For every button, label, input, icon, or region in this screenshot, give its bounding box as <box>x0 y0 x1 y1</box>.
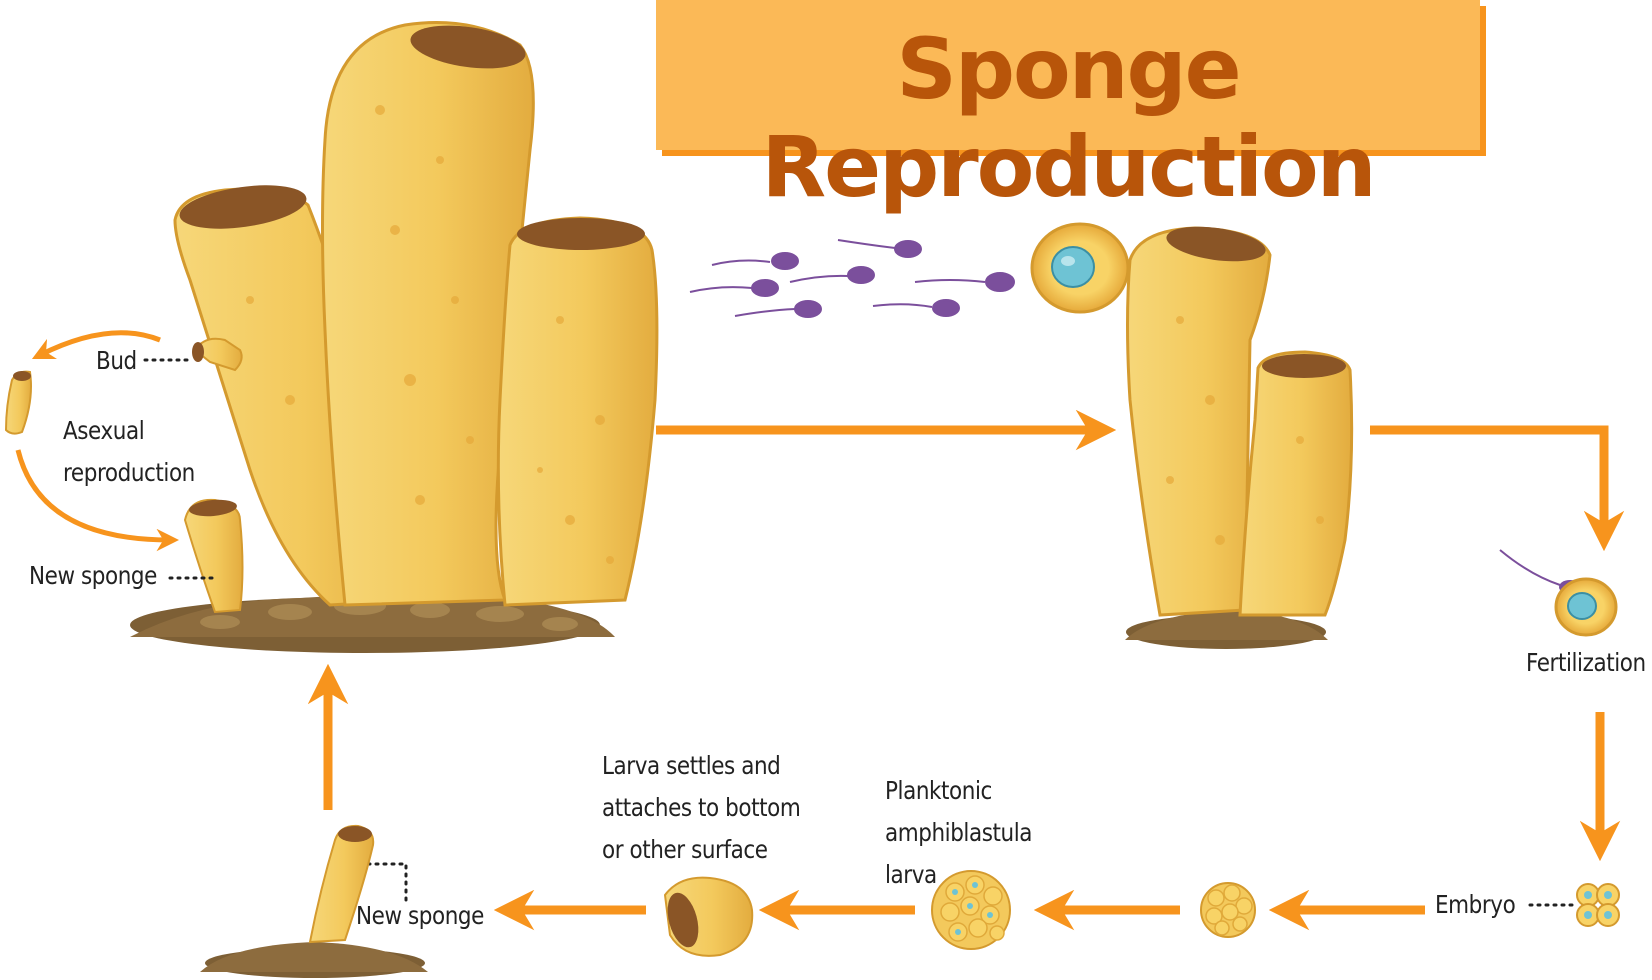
asexual-arrow-bottom <box>15 449 179 552</box>
label-new-sponge-bottom: New sponge <box>356 901 484 930</box>
cycle-arrows <box>307 409 1625 931</box>
label-bud: Bud <box>96 346 137 375</box>
fertilization-cell <box>1499 549 1618 637</box>
egg-cell <box>1030 222 1130 314</box>
label-larva-settles: Larva settles and attaches to bottom or … <box>602 751 801 864</box>
settled-larva <box>663 876 754 957</box>
asexual-arrow-top <box>31 330 161 360</box>
sperm-cells <box>689 239 1015 318</box>
female-sponge <box>1125 226 1354 649</box>
embryo-cell <box>1576 883 1620 927</box>
new-sponge-top <box>183 498 244 614</box>
label-planktonic-larva: Planktonic amphiblastula larva <box>885 776 1032 889</box>
label-fertilization: Fertilization <box>1526 648 1646 677</box>
title-banner: Sponge Reproduction <box>656 0 1480 216</box>
adult-sponge-cluster <box>130 21 659 653</box>
detached-bud <box>4 370 32 435</box>
page-title: Sponge Reproduction <box>761 20 1376 216</box>
arrow-to-fertilization <box>1370 425 1625 552</box>
morula <box>1200 882 1256 938</box>
label-new-sponge-top: New sponge <box>29 561 157 590</box>
new-sponge-bottom <box>200 824 428 978</box>
label-asexual-reproduction: Asexual reproduction <box>63 416 195 487</box>
amphiblastula-larva <box>931 870 1011 950</box>
label-embryo: Embryo <box>1435 890 1516 919</box>
leader-lines <box>143 358 1580 907</box>
